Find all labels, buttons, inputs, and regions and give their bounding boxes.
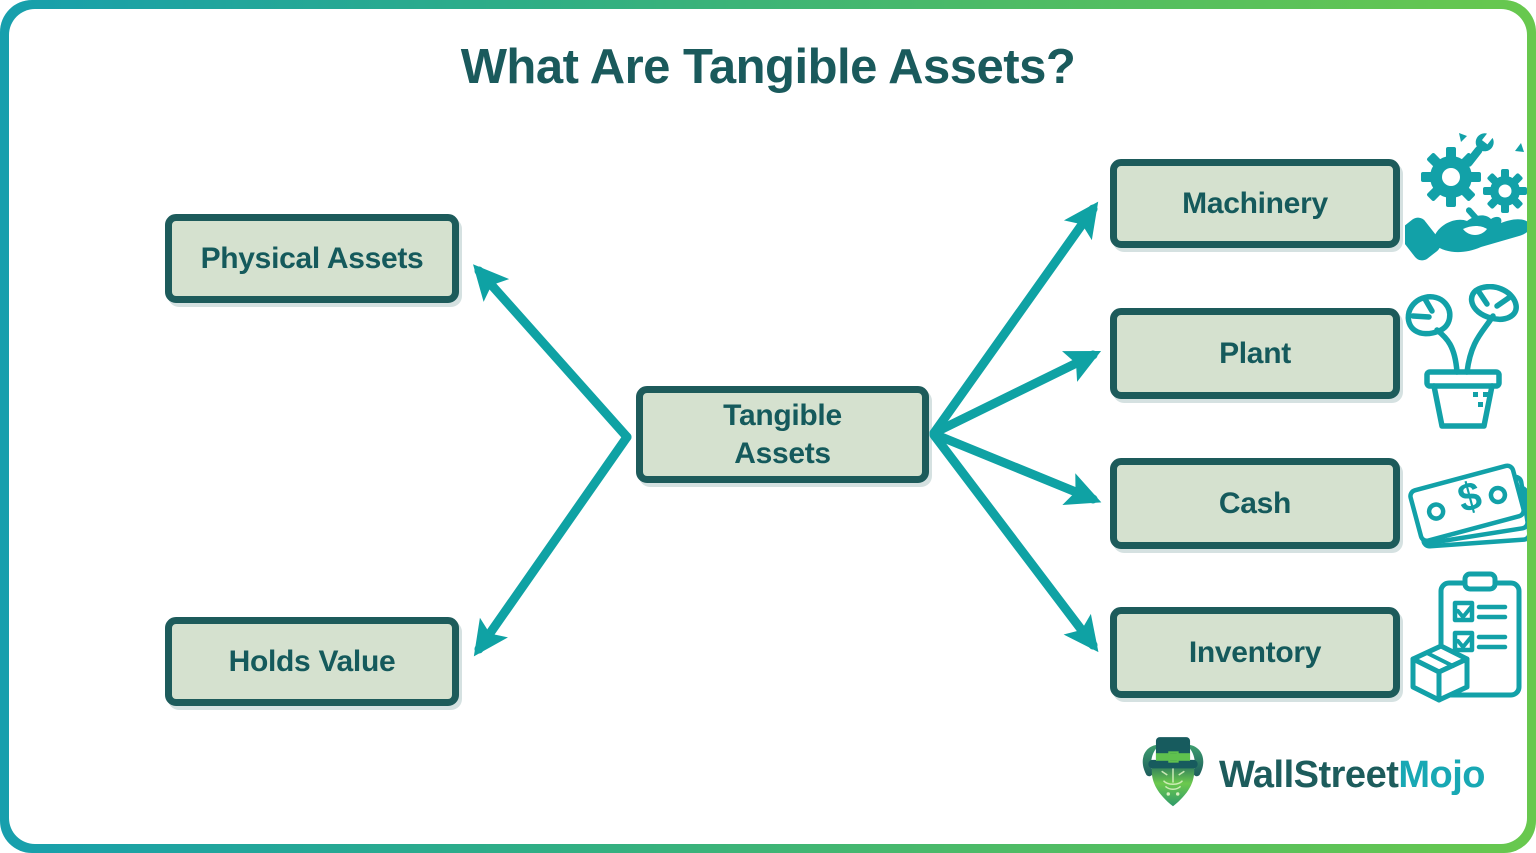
bull-mascot-icon bbox=[1142, 737, 1204, 807]
arrow-center-to-holds-value bbox=[473, 432, 632, 657]
node-machinery-label: Machinery bbox=[1182, 186, 1328, 220]
banknotes-icon: $ bbox=[1408, 463, 1527, 549]
node-physical-assets: Physical Assets bbox=[165, 214, 459, 303]
infographic-canvas: What Are Tangible Assets? Tangible Asset… bbox=[9, 9, 1527, 844]
brand-logo: WallStreetMojo bbox=[1137, 736, 1485, 814]
node-cash: Cash bbox=[1110, 458, 1400, 549]
node-plant-label: Plant bbox=[1219, 336, 1291, 370]
brand-name-wallstreet: WallStreet bbox=[1218, 753, 1399, 796]
page-title: What Are Tangible Assets? bbox=[460, 40, 1076, 94]
node-tangible-assets-label: Tangible Assets bbox=[723, 399, 842, 470]
node-cash-label: Cash bbox=[1218, 486, 1292, 520]
arrow-center-to-plant bbox=[929, 350, 1102, 438]
potted-plant-icon bbox=[1405, 284, 1519, 429]
arrow-center-to-cash bbox=[929, 429, 1102, 505]
arrow-center-to-physical-assets bbox=[473, 264, 632, 442]
node-inventory: Inventory bbox=[1110, 607, 1400, 698]
node-physical-assets-label: Physical Assets bbox=[200, 241, 424, 275]
inventory-clipboard-box-icon bbox=[1410, 571, 1522, 703]
brand-logo-text: WallStreetMojo bbox=[1218, 753, 1486, 797]
node-holds-value: Holds Value bbox=[165, 617, 459, 706]
node-tangible-assets: Tangible Assets bbox=[636, 386, 929, 483]
brand-name-mojo: Mojo bbox=[1398, 753, 1485, 796]
arrow-center-to-inventory bbox=[929, 430, 1099, 653]
arrow-center-to-machinery bbox=[929, 201, 1099, 438]
node-machinery: Machinery bbox=[1110, 159, 1400, 248]
node-inventory-label: Inventory bbox=[1188, 635, 1322, 669]
node-plant: Plant bbox=[1110, 308, 1400, 399]
node-holds-value-label: Holds Value bbox=[228, 644, 396, 678]
machinery-gears-hand-icon bbox=[1405, 130, 1527, 261]
